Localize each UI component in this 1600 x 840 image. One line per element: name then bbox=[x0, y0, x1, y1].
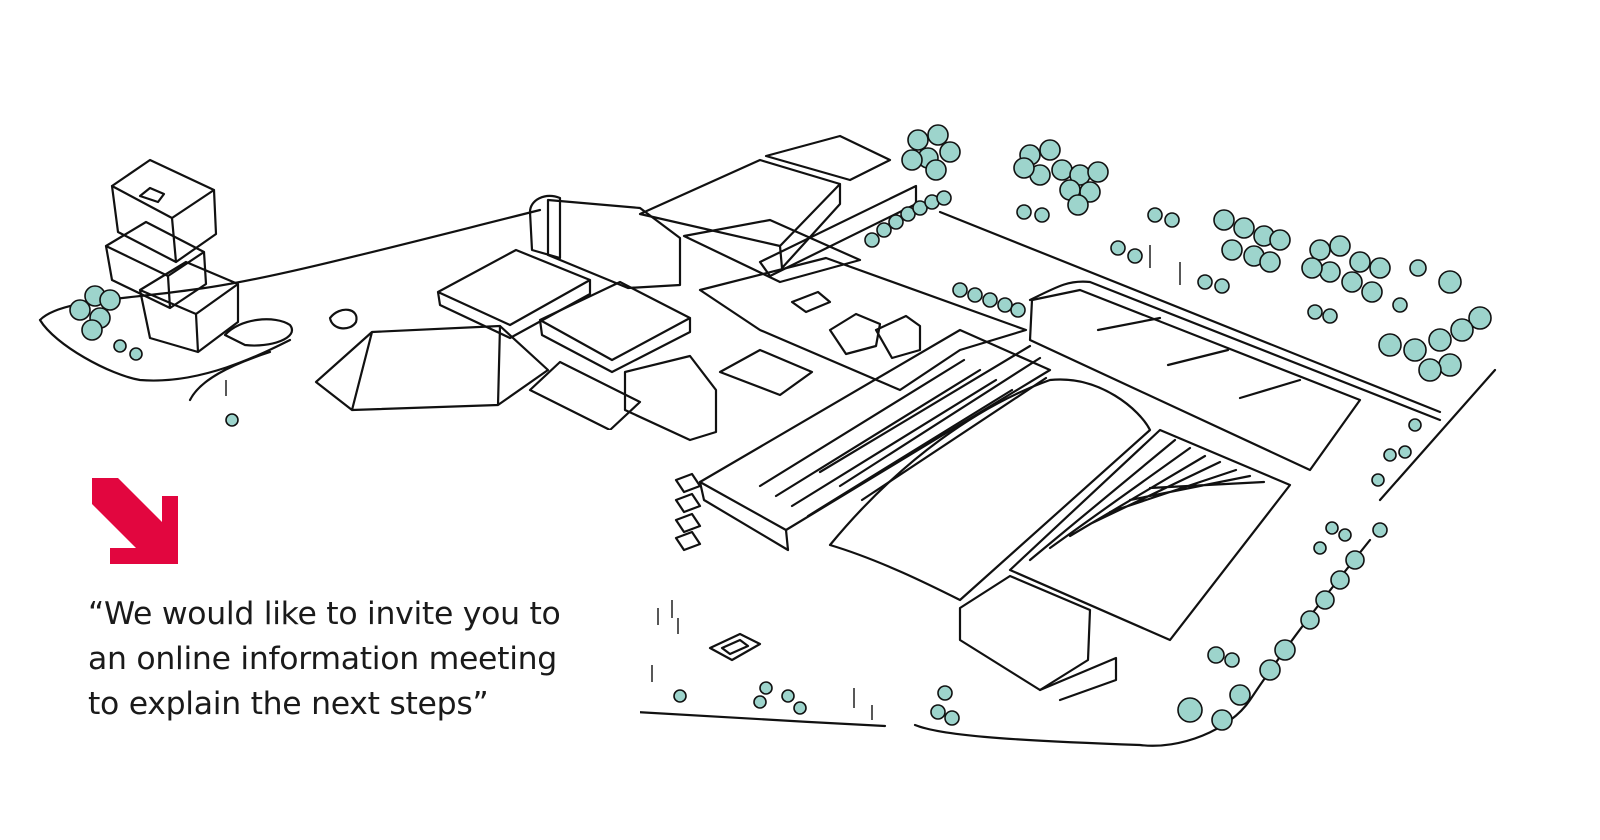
stacked-sculpture bbox=[674, 472, 702, 552]
small-pavilion bbox=[708, 632, 762, 662]
building-cluster-top bbox=[638, 134, 918, 284]
pond-small bbox=[328, 308, 358, 330]
site-boundary-right bbox=[913, 210, 1497, 747]
tower-building bbox=[104, 158, 240, 354]
trees bbox=[69, 124, 1492, 731]
site-boundary-bottom bbox=[634, 710, 887, 728]
central-courtyard bbox=[698, 256, 1028, 397]
main-hall bbox=[698, 328, 1152, 602]
arrow-down-right-icon bbox=[92, 478, 178, 564]
tree-trunks bbox=[225, 245, 1181, 720]
building-row-right bbox=[1028, 288, 1362, 472]
building-cluster-left bbox=[314, 194, 718, 442]
invitation-quote: “We would like to invite you to an onlin… bbox=[88, 596, 561, 722]
ribbed-roof-block bbox=[958, 428, 1292, 702]
pond bbox=[223, 318, 293, 347]
